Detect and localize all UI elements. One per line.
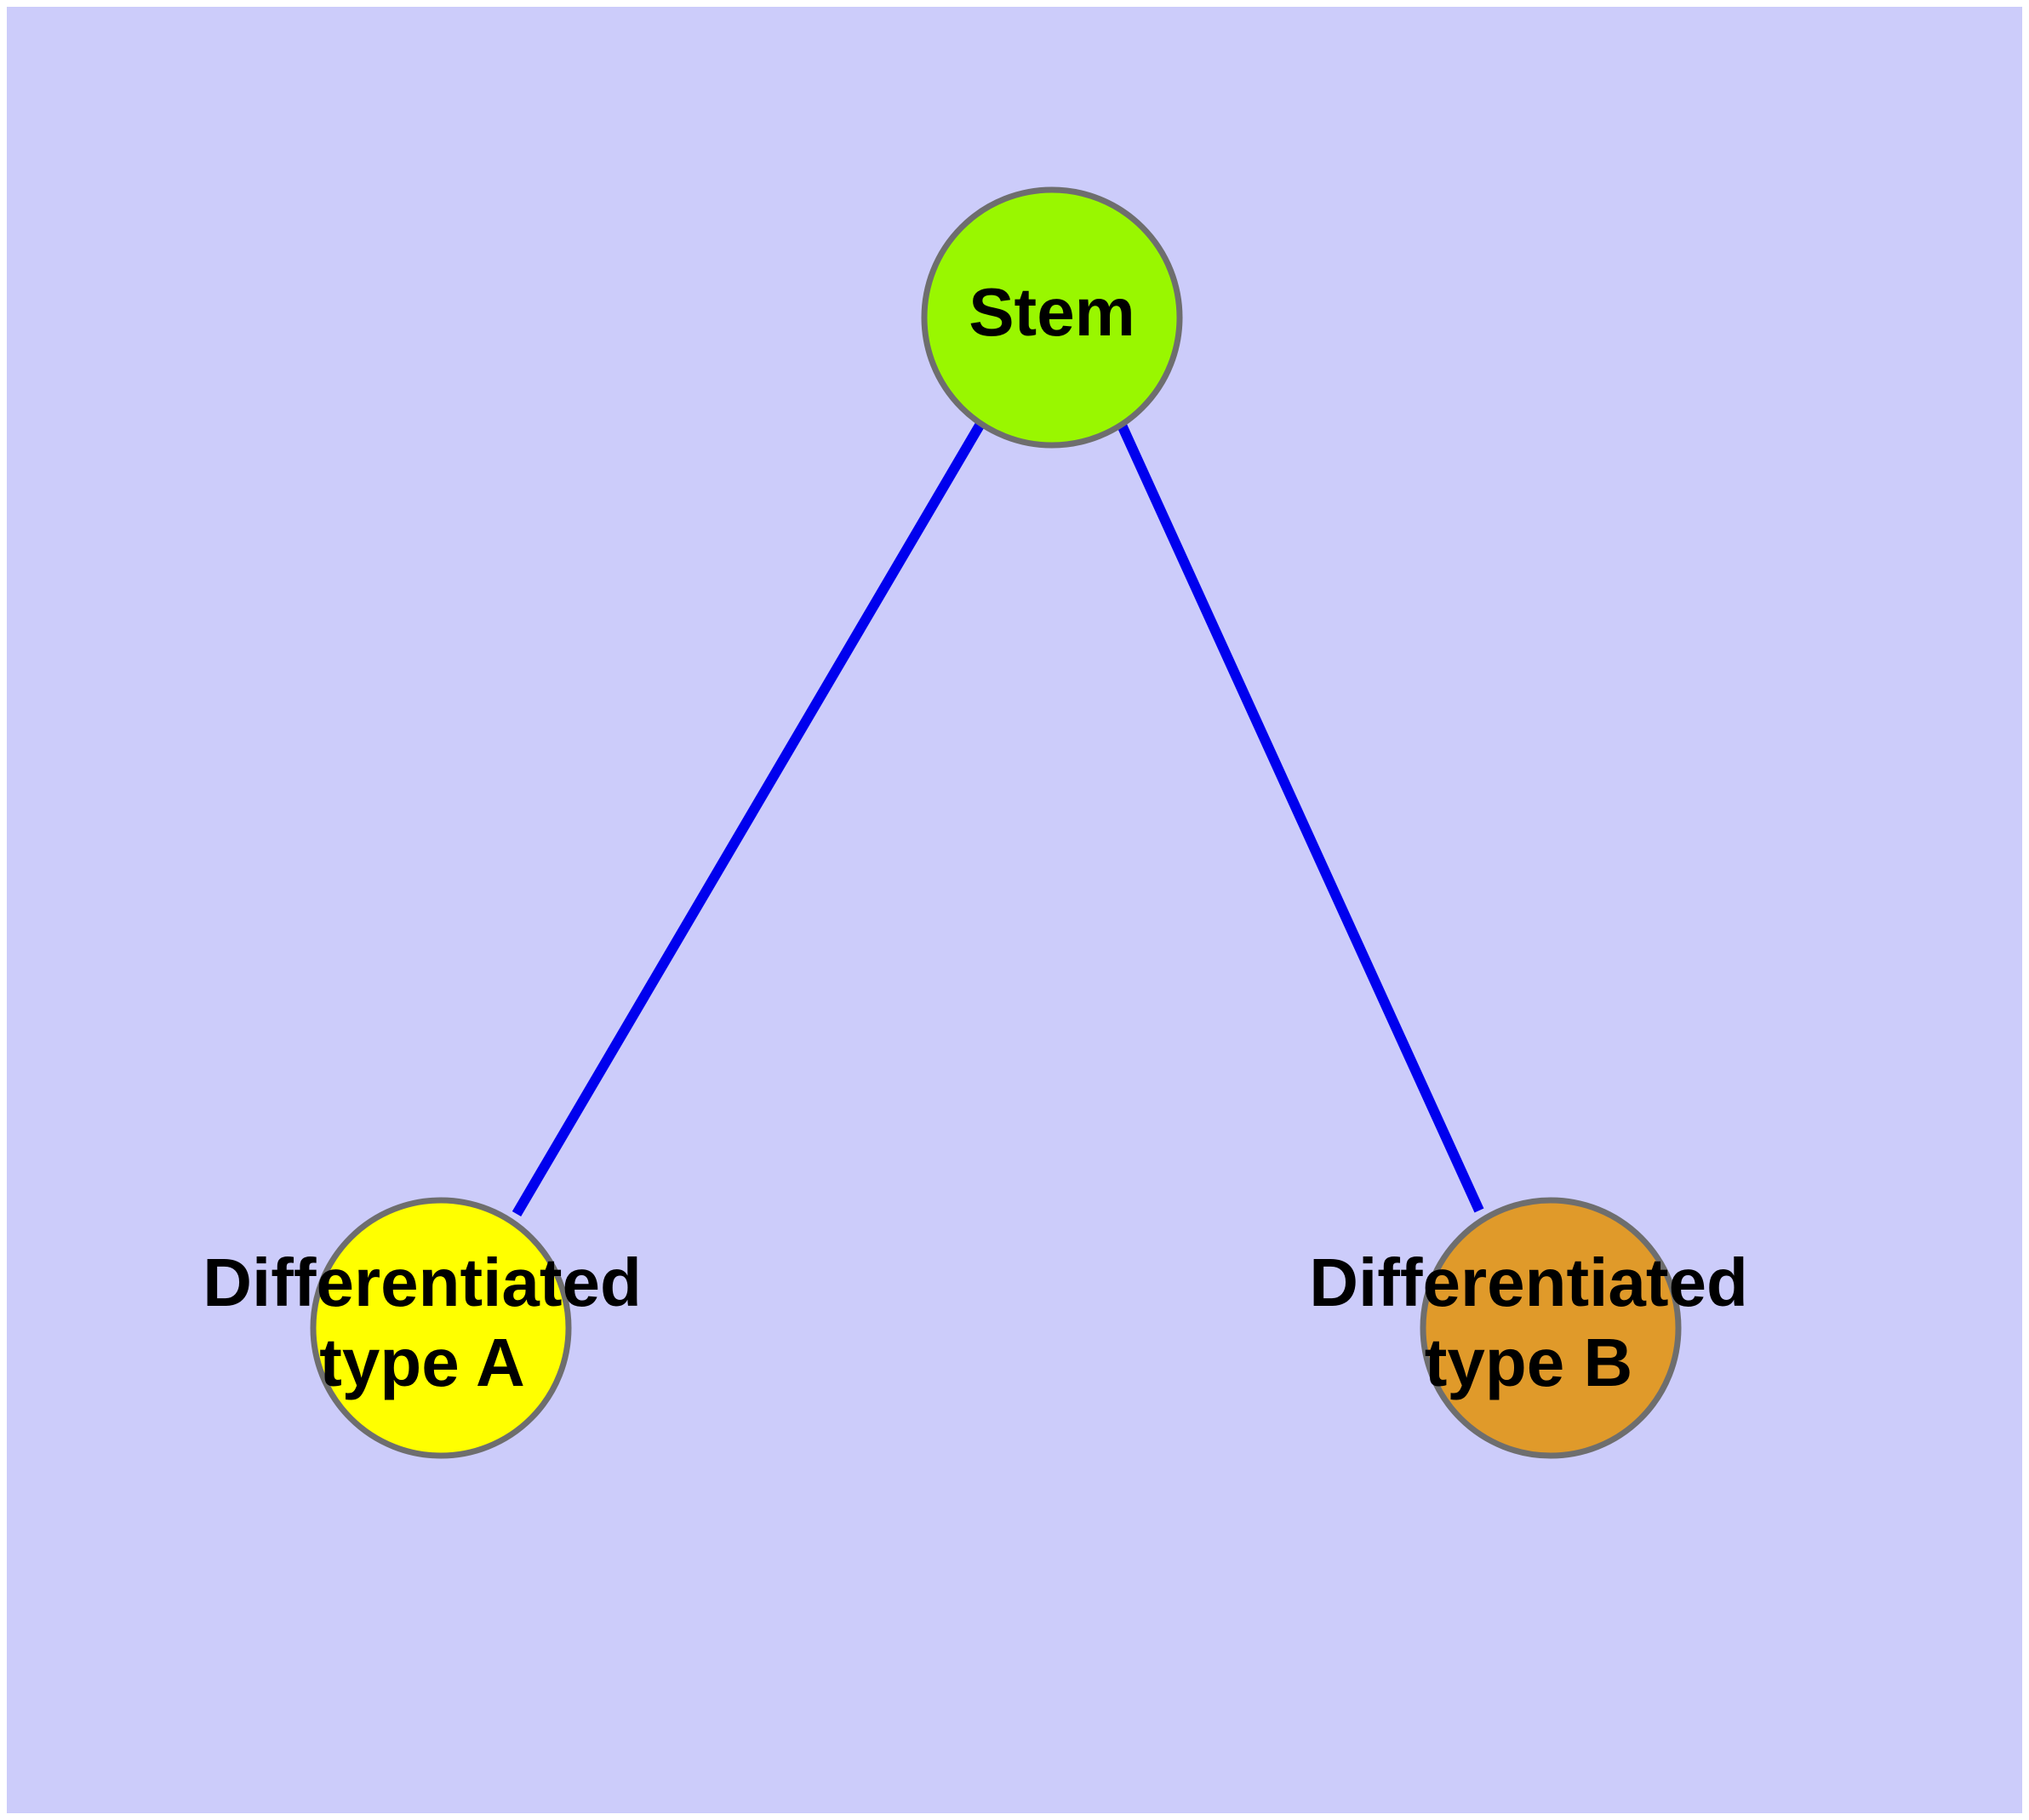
node-diff_b[interactable] [1420, 1197, 1682, 1459]
node-label-line: type B [1425, 1325, 1633, 1400]
node-label-line: type A [319, 1325, 525, 1400]
node-label-line: Stem [969, 274, 1135, 350]
nodes-layer [310, 186, 1682, 1459]
edge-stem-to-diff-b[interactable] [1115, 419, 1484, 1213]
node-label-line: Differentiated [203, 1245, 642, 1320]
node-label-line: Differentiated [1309, 1245, 1748, 1320]
node-label-stem: Stem [969, 274, 1135, 350]
node-stem[interactable] [921, 186, 1183, 449]
edges-layer [512, 419, 1484, 1217]
node-diff_a[interactable] [310, 1197, 572, 1459]
edge-stem-to-diff-a[interactable] [512, 421, 986, 1217]
